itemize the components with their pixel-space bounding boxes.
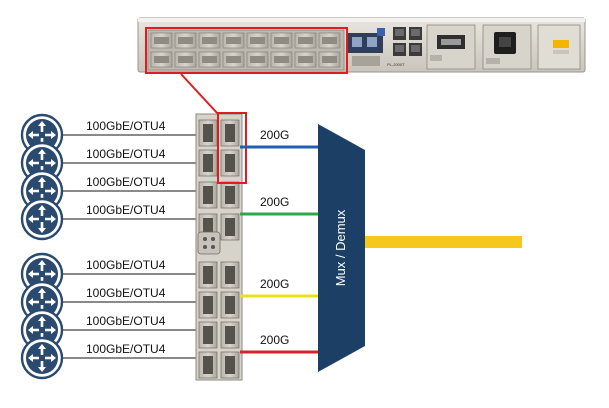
client-link-label: 100GbE/OTU4 bbox=[86, 175, 166, 189]
line-link-label: 200G bbox=[260, 333, 289, 347]
client-lines: 100GbE/OTU4 100GbE/OTU4 100GbE/OTU4 100GbE/… bbox=[60, 119, 200, 359]
client-link-label: 100GbE/OTU4 bbox=[86, 119, 166, 133]
trunk-fiber bbox=[365, 236, 522, 248]
line-link-label: 200G bbox=[260, 277, 289, 291]
line-links: 200G 200G 200G 200G bbox=[240, 128, 320, 354]
chassis-highlight-box bbox=[145, 27, 348, 74]
mux-demux-block bbox=[318, 124, 365, 372]
router-icon bbox=[20, 197, 64, 241]
fan-module bbox=[537, 24, 581, 70]
power-supply-1 bbox=[426, 24, 476, 70]
routers bbox=[20, 113, 64, 380]
mux-demux-label: Mux / Demux bbox=[333, 209, 348, 286]
line-link-label: 200G bbox=[260, 195, 289, 209]
client-link-label: 100GbE/OTU4 bbox=[86, 342, 166, 356]
router-icon bbox=[20, 336, 64, 380]
zoom-connector-line bbox=[180, 73, 219, 115]
power-supply-2 bbox=[482, 24, 532, 70]
client-link-label: 100GbE/OTU4 bbox=[86, 258, 166, 272]
module-mid-connector bbox=[197, 231, 221, 255]
client-link-label: 100GbE/OTU4 bbox=[86, 314, 166, 328]
chassis-port-cage bbox=[147, 29, 345, 71]
transponder-module bbox=[195, 112, 247, 381]
client-link-label: 100GbE/OTU4 bbox=[86, 203, 166, 217]
ethernet-ports bbox=[393, 27, 422, 56]
mux-demux: Mux / Demux bbox=[318, 124, 365, 372]
client-link-label: 100GbE/OTU4 bbox=[86, 286, 166, 300]
client-link-label: 100GbE/OTU4 bbox=[86, 147, 166, 161]
chassis-front-panel: PL-2000T bbox=[137, 17, 586, 74]
line-link-label: 200G bbox=[260, 128, 289, 142]
chassis-model-label: PL-2000T bbox=[387, 62, 405, 67]
